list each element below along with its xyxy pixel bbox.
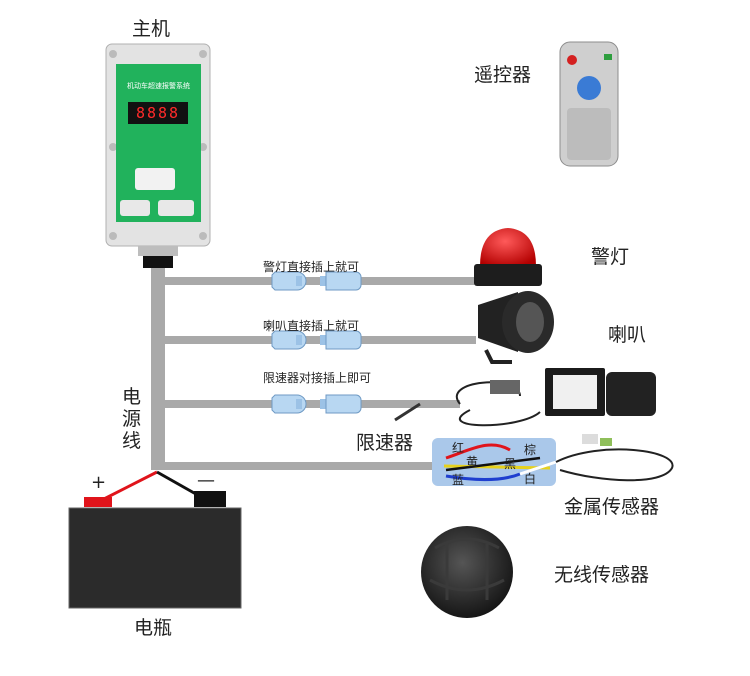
- limiter-label: 限速器: [356, 428, 413, 455]
- host-label: 主机: [132, 14, 170, 41]
- wire-label-white: 白: [524, 470, 536, 487]
- wireless-sensor: [421, 526, 513, 618]
- warning-light: [474, 228, 542, 286]
- battery-body: [69, 508, 241, 608]
- battery-label: 电瓶: [134, 613, 172, 640]
- wire-label-yellow: 黄: [466, 453, 478, 470]
- remote-control: [560, 42, 618, 166]
- host-device: [106, 44, 210, 268]
- wire-label-brown: 棕: [524, 441, 536, 458]
- cable-note-horn: 喇叭直接插上就可: [263, 317, 359, 334]
- warning-light-label: 警灯: [591, 242, 629, 269]
- wireless-sensor-label: 无线传感器: [554, 560, 649, 587]
- branch-cable-sensor: [160, 462, 440, 470]
- cable-note-limiter: 限速器对接插上即可: [263, 369, 371, 386]
- cable-note-light: 警灯直接插上就可: [263, 258, 359, 275]
- metal-sensor: [556, 434, 673, 480]
- power-line-char-3: 线: [122, 426, 141, 453]
- trunk-cable: [151, 255, 165, 470]
- wire-label-black: 黑: [504, 455, 516, 472]
- positive-terminal: [84, 497, 112, 507]
- horn-label: 喇叭: [608, 320, 646, 347]
- wire-color-box: [432, 438, 556, 486]
- device-title: 机动车超速报警系统: [117, 81, 200, 91]
- wire-label-blue: 蓝: [452, 471, 464, 488]
- metal-sensor-label: 金属传感器: [564, 492, 659, 519]
- speed-limiter: [395, 368, 656, 425]
- wire-label-red: 红: [452, 439, 464, 456]
- negative-symbol: —: [197, 470, 215, 491]
- horn-speaker: [478, 291, 554, 362]
- remote-label: 遥控器: [474, 60, 531, 87]
- negative-terminal: [194, 491, 226, 507]
- device-display: 8888: [128, 104, 188, 122]
- positive-symbol: +: [91, 472, 106, 493]
- branch-cable-horn: [160, 336, 476, 344]
